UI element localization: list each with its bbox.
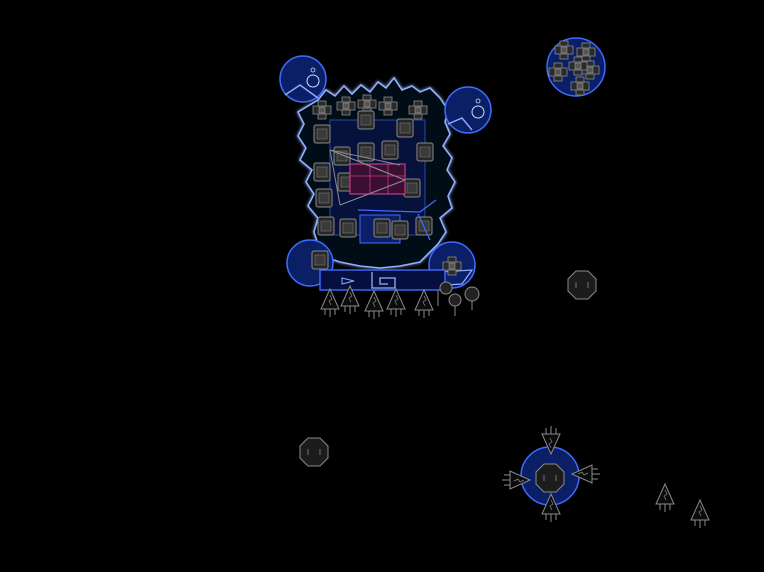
building-icon[interactable]: [416, 142, 434, 162]
fortress-base[interactable]: [279, 55, 492, 316]
building-icon[interactable]: [373, 218, 391, 238]
flower-tower[interactable]: [546, 37, 606, 97]
fortress-gate[interactable]: [319, 269, 446, 291]
building-icon[interactable]: [339, 218, 357, 238]
inner-wall: [417, 213, 431, 241]
rock-icon[interactable]: [535, 463, 565, 493]
tower-icon[interactable]: [279, 55, 327, 103]
building-icon[interactable]: [313, 162, 331, 182]
tree-icon: [690, 499, 710, 529]
tree-icon: [414, 289, 434, 319]
tree-icon: [320, 288, 340, 318]
rock-icon[interactable]: [299, 437, 329, 467]
construction-crane: [329, 149, 406, 206]
tower-icon[interactable]: [444, 86, 492, 134]
building-icon[interactable]: [313, 124, 331, 144]
building-icon[interactable]: [311, 250, 329, 270]
building-icon[interactable]: [317, 216, 335, 236]
orb: [439, 281, 453, 295]
building-icon[interactable]: [357, 142, 375, 162]
tree-icon: [386, 288, 406, 318]
building-icon[interactable]: [391, 220, 409, 240]
tree-icon: [655, 483, 675, 513]
enemy-unit-cluster[interactable]: [501, 425, 601, 523]
building-icon[interactable]: [333, 146, 351, 166]
tree-icon: [364, 290, 384, 320]
building-icon[interactable]: [315, 188, 333, 208]
inner-wall: [357, 199, 437, 213]
building-icon[interactable]: [381, 140, 399, 160]
rock-icon[interactable]: [567, 270, 597, 300]
building-icon[interactable]: [396, 118, 414, 138]
orb: [464, 286, 480, 302]
building-icon[interactable]: [357, 110, 375, 130]
building-icon[interactable]: [403, 178, 421, 198]
orb: [448, 293, 462, 307]
